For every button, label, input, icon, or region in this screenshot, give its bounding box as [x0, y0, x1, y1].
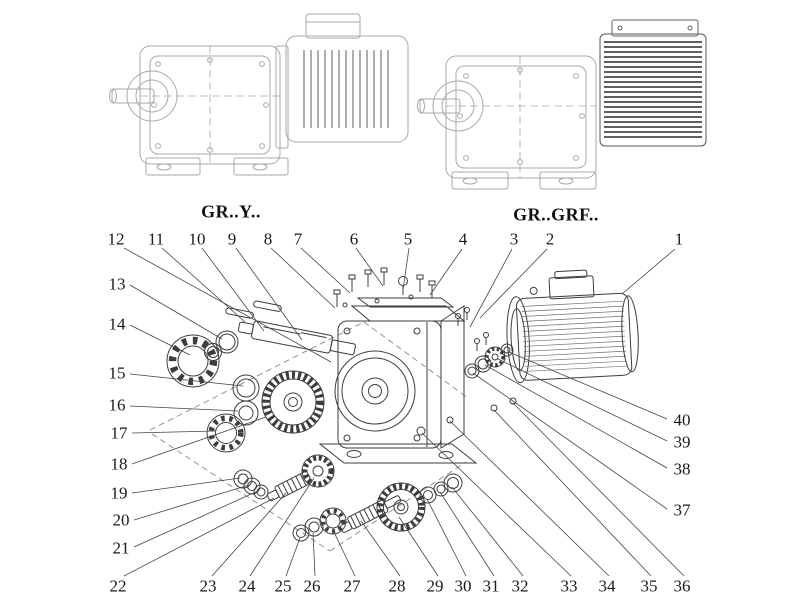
callout-5: 5	[403, 229, 413, 249]
callout-32: 32	[511, 576, 529, 596]
pinion-shaft-2	[340, 495, 402, 533]
callout-4: 4	[458, 229, 468, 249]
callout-9: 9	[227, 229, 237, 249]
input-shaft-parts	[464, 343, 514, 379]
bearing-2	[206, 413, 246, 453]
callout-14: 14	[108, 314, 126, 334]
spacer-ring	[204, 343, 222, 361]
callout-34: 34	[598, 576, 616, 596]
callout-17: 17	[110, 423, 128, 443]
shaft-keys	[225, 300, 282, 319]
output-bearing	[166, 334, 220, 388]
callout-35: 35	[640, 576, 658, 596]
oil-seal	[232, 374, 260, 402]
callout-8: 8	[263, 229, 273, 249]
callout-22: 22	[109, 576, 127, 596]
callout-7: 7	[293, 229, 303, 249]
callout-15: 15	[108, 363, 126, 383]
gearmotor-illustration-left	[109, 13, 409, 176]
callout-12: 12	[107, 229, 125, 249]
callout-6: 6	[349, 229, 359, 249]
eye-bolt	[398, 276, 408, 295]
output-shaft	[237, 320, 356, 356]
callout-3: 3	[509, 229, 519, 249]
callout-28: 28	[388, 576, 406, 596]
callout-21: 21	[112, 538, 130, 558]
flange-bolts	[455, 307, 517, 412]
model-label-left: GR..Y..	[201, 201, 261, 222]
motor	[506, 269, 639, 384]
gearmotor-illustration-right	[417, 19, 707, 190]
callout-18: 18	[110, 454, 128, 474]
callout-29: 29	[426, 576, 444, 596]
washer-stack-1	[233, 469, 269, 500]
model-label-right: GR..GRF..	[513, 204, 599, 225]
exploded-view	[149, 267, 639, 552]
callout-37: 37	[673, 500, 691, 520]
callout-33: 33	[560, 576, 578, 596]
pinion-shaft-1	[266, 470, 313, 502]
callout-30: 30	[454, 576, 472, 596]
callout-24: 24	[238, 576, 256, 596]
callout-26: 26	[303, 576, 321, 596]
callout-2: 2	[545, 229, 555, 249]
callout-31: 31	[482, 576, 500, 596]
input-pinion	[484, 346, 506, 368]
callout-13: 13	[108, 274, 126, 294]
callout-10: 10	[188, 229, 206, 249]
gear-housing	[318, 297, 478, 464]
callout-25: 25	[274, 576, 292, 596]
bearing-3	[319, 507, 347, 535]
callout-1: 1	[674, 229, 684, 249]
cover-bolts	[333, 267, 436, 308]
retaining-ring	[215, 330, 239, 354]
washer-stack-2	[292, 517, 324, 542]
callout-20: 20	[112, 510, 130, 530]
leader-lines	[123, 247, 685, 577]
callout-39: 39	[673, 432, 691, 452]
callout-23: 23	[199, 576, 217, 596]
big-gear-2	[376, 482, 426, 532]
callout-27: 27	[343, 576, 361, 596]
callout-19: 19	[110, 483, 128, 503]
callout-38: 38	[673, 459, 691, 479]
callout-36: 36	[673, 576, 691, 596]
explosion-axis-lines	[149, 321, 469, 552]
callout-16: 16	[108, 395, 126, 415]
callout-40: 40	[673, 410, 691, 430]
pinion-gear-1	[301, 454, 335, 488]
bushing	[233, 400, 259, 426]
callout-11: 11	[147, 229, 165, 249]
big-gear-1	[261, 370, 325, 434]
